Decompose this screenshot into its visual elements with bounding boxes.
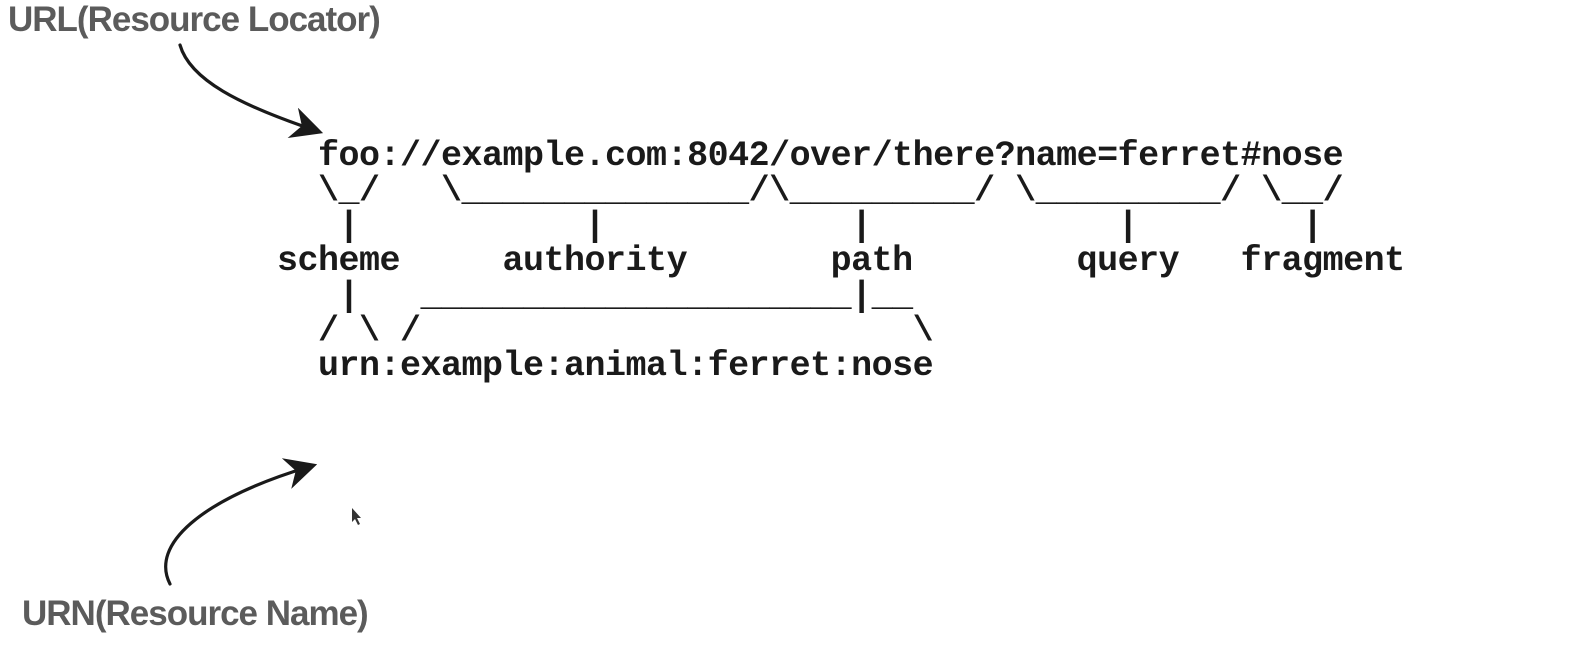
urn-bracket-line: / \ / \ xyxy=(277,311,934,351)
connector-line: | | | | | xyxy=(277,206,1324,246)
mouse-cursor-icon xyxy=(352,508,361,525)
url-arrow-icon xyxy=(178,43,324,138)
component-labels-line: scheme authority path query fragment xyxy=(277,241,1405,281)
uri-ascii-diagram: foo://example.com:8042/over/there?name=f… xyxy=(277,139,1405,384)
url-caption: URL(Resource Locator) xyxy=(8,0,381,39)
urn-connector-line: | _____________________|__ xyxy=(277,276,914,316)
urn-caption: URN(Resource Name) xyxy=(22,594,369,633)
bracket-line: \_/ \______________/\_________/ \_______… xyxy=(277,171,1344,211)
urn-arrow-icon xyxy=(164,458,318,586)
url-example-line: foo://example.com:8042/over/there?name=f… xyxy=(277,136,1344,176)
urn-example-line: urn:example:animal:ferret:nose xyxy=(277,346,934,386)
